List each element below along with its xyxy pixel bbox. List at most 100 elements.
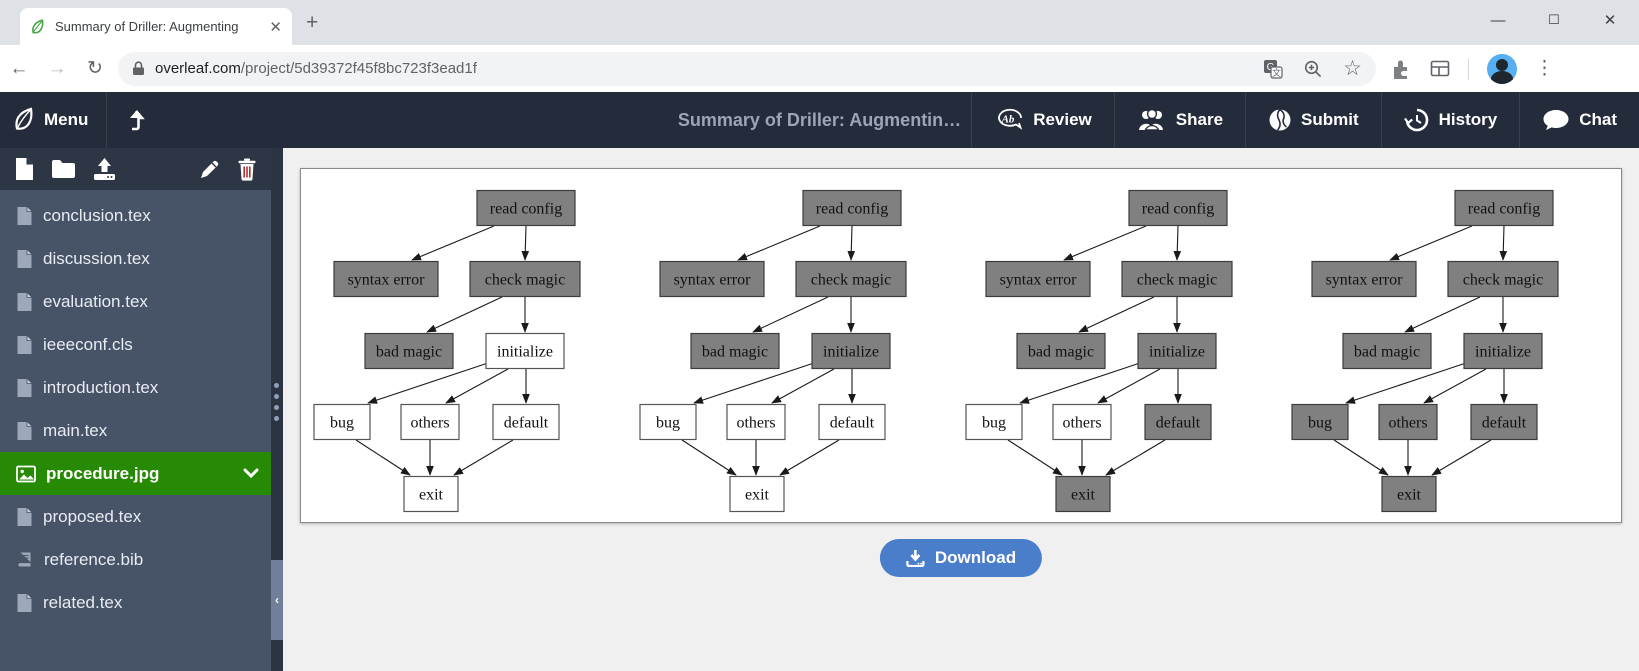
history-button[interactable]: History xyxy=(1380,92,1520,148)
node-default: default xyxy=(1470,403,1538,441)
node-bug: bug xyxy=(965,403,1023,441)
forward-icon[interactable]: → xyxy=(47,57,67,79)
svg-text:文: 文 xyxy=(1272,66,1281,77)
tab-close-icon[interactable]: ✕ xyxy=(269,18,282,36)
edge-read-config-to-syntax-error xyxy=(737,225,821,261)
splitter-grip-dots[interactable] xyxy=(274,383,279,421)
edge-read-config-to-syntax-error xyxy=(1063,225,1147,261)
node-initialize: initialize xyxy=(1463,332,1543,370)
svg-text:bad magic: bad magic xyxy=(376,344,442,361)
file-tree-item-conclusion-tex[interactable]: conclusion.tex xyxy=(0,194,271,237)
new-folder-icon[interactable] xyxy=(51,158,76,180)
edge-check-magic-to-bad-magic xyxy=(752,296,829,333)
tab-title: Summary of Driller: Augmenting xyxy=(55,19,239,34)
content-area: conclusion.tex discussion.tex evaluation.t… xyxy=(0,148,1639,671)
toolbar-separator xyxy=(1468,57,1469,80)
maximize-button[interactable]: ☐ xyxy=(1548,12,1560,27)
submit-label: Submit xyxy=(1301,110,1359,129)
up-arrow-icon xyxy=(130,110,146,131)
file-tree-item-discussion-tex[interactable]: discussion.tex xyxy=(0,237,271,280)
file-icon xyxy=(16,206,33,226)
window-controls: — ☐ ✕ xyxy=(1487,0,1639,40)
file-icon xyxy=(16,421,33,441)
file-icon xyxy=(16,292,33,312)
sidebar-splitter[interactable]: ‹ xyxy=(271,148,283,671)
node-bug: bug xyxy=(639,403,697,441)
sidebar-collapse-handle[interactable]: ‹ xyxy=(271,560,283,640)
submit-button[interactable]: Submit xyxy=(1245,92,1381,148)
url-domain: overleaf.com xyxy=(155,60,241,77)
split-window-icon[interactable] xyxy=(1430,59,1450,79)
file-tree-item-procedure-jpg[interactable]: procedure.jpg xyxy=(0,452,271,495)
url-path: /project/5d39372f45f8bc723f3ead1f xyxy=(240,60,477,77)
node-check-magic: check magic xyxy=(469,260,581,298)
node-bad-magic: bad magic xyxy=(1016,332,1106,370)
file-name: evaluation.tex xyxy=(43,291,148,311)
file-tree-item-ieeeconf-cls[interactable]: ieeeconf.cls xyxy=(0,323,271,366)
review-label: Review xyxy=(1033,110,1092,129)
file-tree-item-evaluation-tex[interactable]: evaluation.tex xyxy=(0,280,271,323)
browser-tab[interactable]: Summary of Driller: Augmenting ✕ xyxy=(20,8,292,45)
edge-initialize-to-others xyxy=(445,368,509,404)
node-exit: exit xyxy=(729,475,785,513)
node-others: others xyxy=(400,403,460,441)
file-name: reference.bib xyxy=(44,549,144,569)
edge-bug-to-exit xyxy=(355,439,411,476)
overleaf-favicon-leaf-icon xyxy=(32,18,44,34)
svg-text:initialize: initialize xyxy=(497,344,553,361)
node-others: others xyxy=(1378,403,1438,441)
url-field[interactable]: overleaf.com/project/5d39372f45f8bc723f3… xyxy=(118,51,1376,86)
minimize-button[interactable]: — xyxy=(1490,11,1506,29)
svg-text:check magic: check magic xyxy=(485,272,565,289)
svg-text:bug: bug xyxy=(1308,415,1332,432)
edge-initialize-to-bug xyxy=(1019,362,1141,404)
delete-trash-icon[interactable] xyxy=(237,158,257,181)
download-button[interactable]: Download xyxy=(879,539,1043,577)
back-icon[interactable]: ← xyxy=(9,57,29,79)
edge-read-config-to-check-magic xyxy=(1173,225,1182,261)
node-exit: exit xyxy=(403,475,459,513)
extension-icon[interactable] xyxy=(1390,58,1412,80)
svg-text:read config: read config xyxy=(490,201,562,218)
svg-text:initialize: initialize xyxy=(1475,344,1531,361)
menu-button[interactable]: Menu xyxy=(0,92,106,148)
svg-text:default: default xyxy=(830,415,875,432)
translate-icon[interactable]: G文 xyxy=(1263,59,1283,79)
chevron-down-icon[interactable] xyxy=(243,468,259,479)
file-name: discussion.tex xyxy=(43,248,150,268)
edge-default-to-exit xyxy=(779,439,840,476)
node-default: default xyxy=(818,403,886,441)
share-button[interactable]: Share xyxy=(1113,92,1245,148)
file-tree-item-reference-bib[interactable]: reference.bib xyxy=(0,538,271,581)
reload-icon[interactable]: ↻ xyxy=(87,58,103,79)
rename-pencil-icon[interactable] xyxy=(199,158,221,180)
zoom-icon[interactable] xyxy=(1303,59,1323,79)
bookmark-star-icon[interactable]: ☆ xyxy=(1343,57,1362,80)
close-button[interactable]: ✕ xyxy=(1603,12,1617,29)
node-default: default xyxy=(1144,403,1212,441)
flowchart-1: read config syntax error check magic bad ma… xyxy=(313,189,581,513)
chat-button[interactable]: Chat xyxy=(1519,92,1639,148)
node-initialize: initialize xyxy=(1137,332,1217,370)
file-tree-item-related-tex[interactable]: related.tex xyxy=(0,581,271,624)
new-tab-button[interactable]: + xyxy=(306,11,319,34)
browser-menu-dots-icon[interactable]: ⋮ xyxy=(1535,58,1554,79)
image-file-icon xyxy=(16,465,36,483)
profile-avatar[interactable] xyxy=(1487,53,1517,84)
upload-file-icon[interactable] xyxy=(92,157,117,181)
back-to-projects-button[interactable] xyxy=(107,92,165,148)
file-tree-item-introduction-tex[interactable]: introduction.tex xyxy=(0,366,271,409)
svg-text:initialize: initialize xyxy=(1149,344,1205,361)
edge-read-config-to-check-magic xyxy=(521,225,530,261)
svg-text:check magic: check magic xyxy=(1463,272,1543,289)
file-tree-item-main-tex[interactable]: main.tex xyxy=(0,409,271,452)
node-bad-magic: bad magic xyxy=(690,332,780,370)
node-syntax-error: syntax error xyxy=(333,260,439,298)
node-others: others xyxy=(726,403,786,441)
new-file-icon[interactable] xyxy=(14,157,35,181)
file-tree-item-proposed-tex[interactable]: proposed.tex xyxy=(0,495,271,538)
